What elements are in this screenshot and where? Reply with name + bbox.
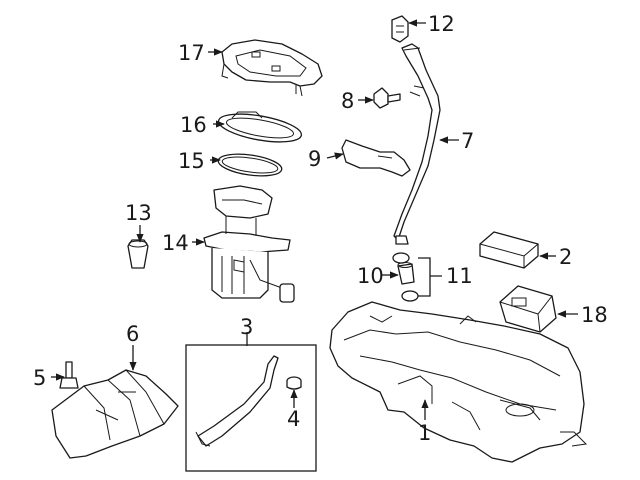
part-11-clamps bbox=[392, 252, 419, 302]
callout-9: 9 bbox=[308, 147, 321, 171]
callout-15: 15 bbox=[178, 149, 205, 173]
part-17-retainer-plate bbox=[221, 39, 323, 97]
leader-lines bbox=[51, 19, 578, 420]
part-18-control-unit bbox=[499, 285, 557, 333]
callout-4: 4 bbox=[287, 407, 300, 431]
callout-16: 16 bbox=[180, 113, 207, 137]
part-5-bolt bbox=[59, 361, 79, 389]
part-13-filter bbox=[127, 239, 149, 269]
part-7-filler-pipe bbox=[393, 43, 441, 245]
callout-18: 18 bbox=[581, 303, 608, 327]
callout-14: 14 bbox=[162, 231, 189, 255]
part-6-shield bbox=[51, 369, 179, 459]
part-10-hose bbox=[397, 262, 415, 285]
callout-12: 12 bbox=[428, 12, 455, 36]
callout-6: 6 bbox=[126, 322, 139, 346]
callout-8: 8 bbox=[341, 89, 354, 113]
part-2-module bbox=[479, 231, 539, 269]
part-14-fuel-pump-module bbox=[203, 185, 295, 303]
callout-2: 2 bbox=[559, 245, 572, 269]
part-3-strap-group bbox=[185, 344, 317, 472]
part-15-o-ring bbox=[217, 153, 283, 177]
callout-5: 5 bbox=[33, 366, 46, 390]
callout-11: 11 bbox=[446, 264, 473, 288]
part-12-cap bbox=[391, 15, 409, 43]
part-9-bracket bbox=[341, 139, 411, 177]
callout-13: 13 bbox=[125, 201, 152, 225]
callout-17: 17 bbox=[178, 41, 205, 65]
callout-10: 10 bbox=[357, 264, 384, 288]
part-16-seal bbox=[217, 111, 303, 143]
part-8-bolt bbox=[373, 87, 401, 109]
part-1-fuel-tank bbox=[329, 301, 588, 463]
callout-7: 7 bbox=[461, 129, 474, 153]
callout-3: 3 bbox=[240, 315, 253, 339]
callout-1: 1 bbox=[418, 421, 431, 445]
